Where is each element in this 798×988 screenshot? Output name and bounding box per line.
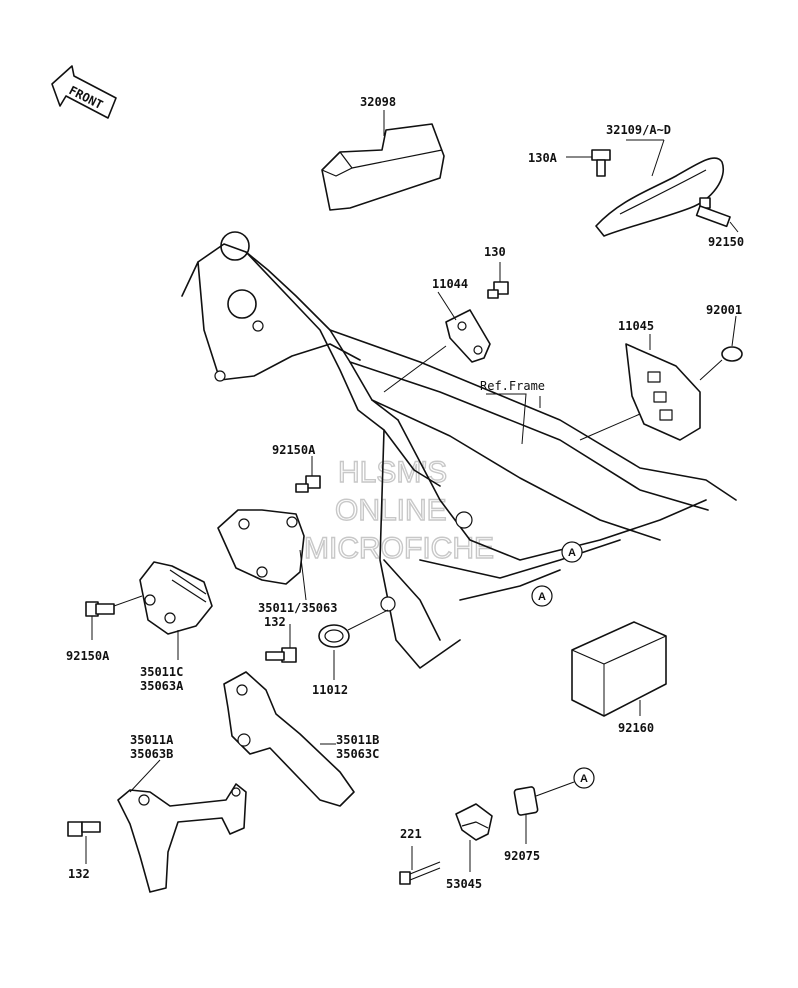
marker-a-3: A [573,767,595,789]
label-32109: 32109/A~D [606,123,671,137]
part-bracket-35011-35063 [217,509,307,601]
part-bolt-132-top [265,624,297,663]
part-bolt-130A [566,149,611,177]
watermark-line-2: ONLINE [335,494,447,527]
label-92150A-left: 92150A [66,649,110,663]
part-bracket-35011C [139,561,213,660]
part-washer-92001 [699,315,743,381]
label-92001: 92001 [706,303,742,317]
label-130A: 130A [528,151,558,165]
marker-a-1: A [561,541,583,563]
label-132-bottom: 132 [68,867,90,881]
marker-a-3-text: A [580,773,588,785]
label-92075: 92075 [504,849,540,863]
watermark-line-1: HLSM'S [338,456,447,489]
part-clip-53045 [455,803,493,872]
part-bolt-92150A-top [295,456,321,493]
part-bracket-11044 [383,291,491,393]
watermark-line-3: MICROFICHE [304,532,494,565]
label-221: 221 [400,827,422,841]
label-35011C: 35011C [140,665,183,679]
label-11012: 11012 [312,683,348,697]
watermark: HLSM'S ONLINE MICROFICHE [303,455,494,565]
front-arrow-icon: FRONT [51,65,117,119]
part-guard-32109 [595,139,725,237]
part-bolt-132-bottom [67,821,101,864]
label-35011A: 35011A [130,733,174,747]
part-stud-92150 [695,197,739,233]
marker-a-2-text: A [538,591,546,603]
label-92150: 92150 [708,235,744,249]
label-35011-35063: 35011/35063 [258,601,337,615]
part-case-92160 [571,621,667,717]
frame-main [181,231,737,669]
label-35063B: 35063B [130,747,173,761]
label-92150A-top: 92150A [272,443,316,457]
part-bracket-35011A [117,759,247,893]
part-cover-32098 [321,110,445,211]
part-bracket-35011B [223,671,355,807]
label-35063C: 35063C [336,747,379,761]
label-32098: 32098 [360,95,396,109]
part-bolt-130 [487,262,509,299]
part-bracket-11045 [579,334,701,441]
part-grommet-11012 [318,609,389,680]
marker-a-2: A [531,585,553,607]
label-11045: 11045 [618,319,654,333]
part-screw-221 [399,846,441,885]
label-53045: 53045 [446,877,482,891]
label-35011B: 35011B [336,733,379,747]
part-labels: 32098 32109/A~D 130A 92150 130 11044 110… [66,95,744,891]
label-ref-frame: Ref.Frame [480,379,545,393]
label-130: 130 [484,245,506,259]
marker-a-1-text: A [568,547,576,559]
label-132-top: 132 [264,615,286,629]
label-92160: 92160 [618,721,654,735]
label-11044: 11044 [432,277,468,291]
label-35063A: 35063A [140,679,184,693]
part-bolt-92150A-left [85,595,143,640]
part-band-92075 [513,781,575,844]
